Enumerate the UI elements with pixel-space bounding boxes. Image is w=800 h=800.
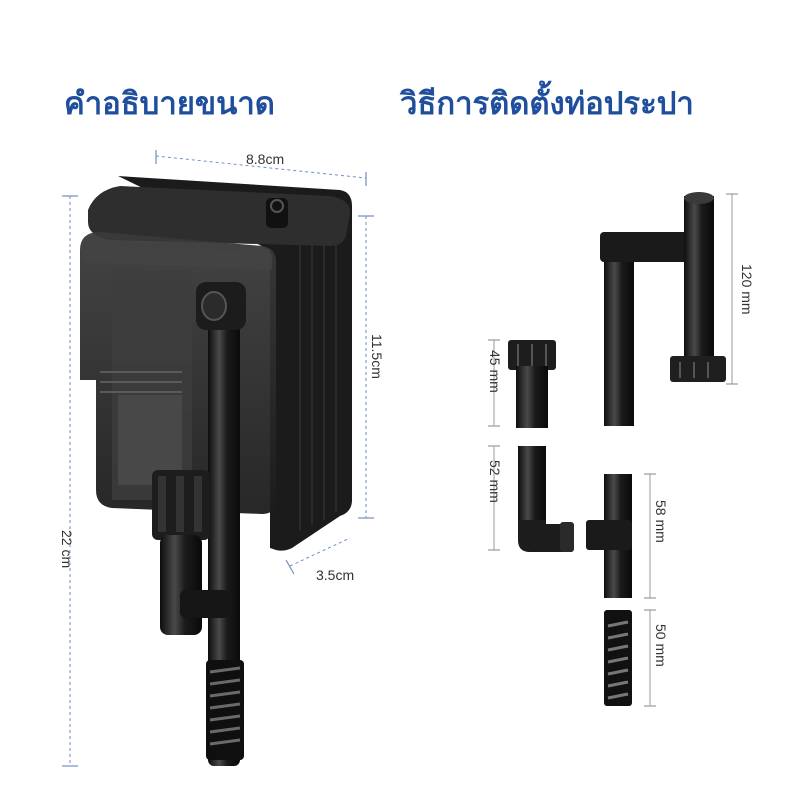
width-label: 8.8cm	[246, 151, 284, 167]
top-pipe-label: 45 mm	[487, 350, 503, 393]
outlet-part-image	[600, 192, 726, 426]
outlet-label: 120 mm	[739, 264, 755, 315]
tee-part-image	[586, 474, 632, 598]
height-label: 11.5cm	[369, 334, 385, 379]
tee-label: 58 mm	[653, 500, 669, 543]
total-height-dimension: 22 cm	[59, 195, 78, 767]
depth-label: 3.5cm	[316, 567, 354, 583]
outlet-dimension: 120 mm	[726, 193, 755, 385]
strainer-label: 50 mm	[653, 624, 669, 667]
total-height-label: 22 cm	[59, 530, 75, 568]
elbow-dimension: 52 mm	[487, 445, 503, 551]
strainer-part-image	[604, 610, 632, 706]
strainer-dimension: 50 mm	[644, 609, 669, 707]
elbow-label: 52 mm	[487, 460, 503, 503]
width-dimension: 8.8cm	[155, 150, 367, 186]
height-dimension: 11.5cm	[358, 215, 385, 519]
top-pipe-part-image	[508, 340, 556, 428]
elbow-part-image	[518, 446, 574, 552]
depth-dimension: 3.5cm	[285, 537, 354, 583]
top-pipe-dimension: 45 mm	[487, 339, 503, 427]
size-heading: คำอธิบายขนาด	[64, 86, 275, 122]
install-heading: วิธีการติดตั้งท่อประปา	[400, 86, 694, 122]
tee-dimension: 58 mm	[644, 473, 669, 599]
filter-unit-image	[80, 176, 352, 766]
